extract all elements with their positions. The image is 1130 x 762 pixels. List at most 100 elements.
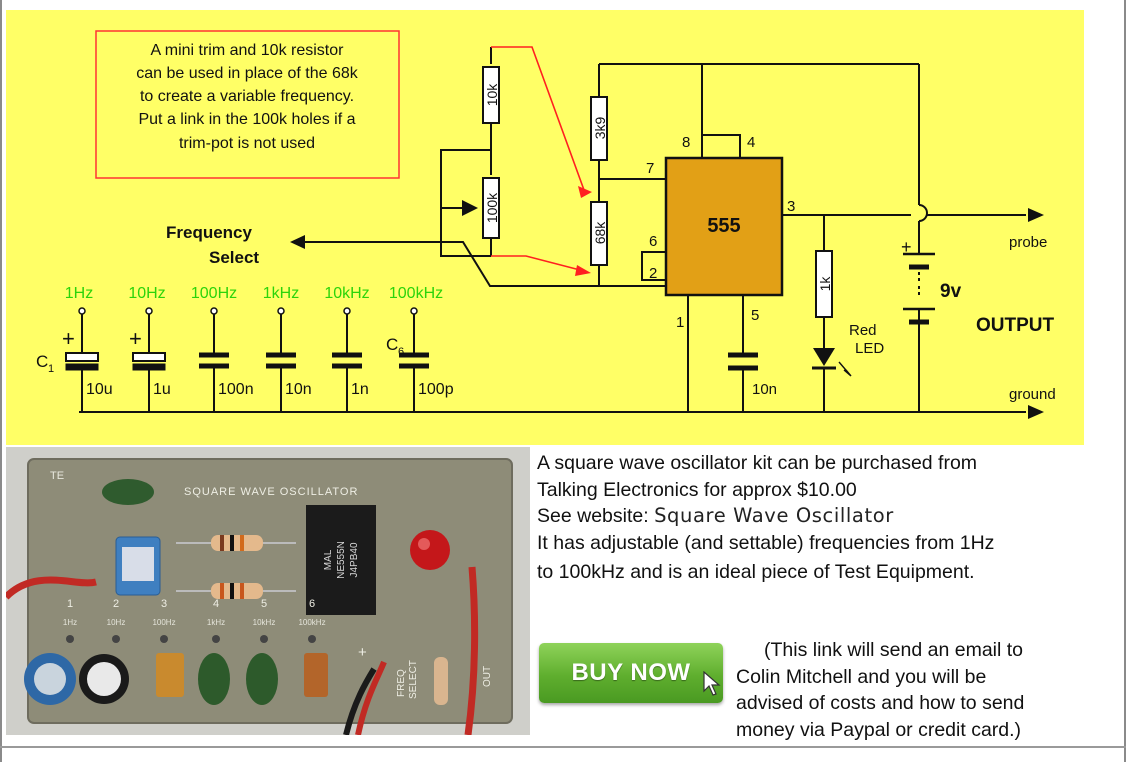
pcb-ic xyxy=(306,505,376,615)
arrowhead xyxy=(578,186,592,198)
pcb-plus: + xyxy=(358,644,367,661)
svg-text:2: 2 xyxy=(113,598,119,610)
arrowhead xyxy=(575,265,591,276)
led-label: Red xyxy=(849,322,877,339)
description-line: A square wave oscillator kit can be purc… xyxy=(537,452,978,474)
buy-now-button[interactable]: BUY NOW xyxy=(539,643,723,703)
kit-description: A square wave oscillator kit can be purc… xyxy=(537,450,1117,586)
svg-text:100Hz: 100Hz xyxy=(152,618,175,627)
mouse-cursor-icon xyxy=(703,671,721,696)
svg-text:J4PB40: J4PB40 xyxy=(349,542,360,577)
pcb-pads xyxy=(66,635,316,643)
note-line: can be used in place of the 68k xyxy=(136,65,358,82)
probe-arrow-icon xyxy=(1028,208,1044,222)
description-line: It has adjustable (and settable) frequen… xyxy=(537,531,995,554)
cap-value: 1n xyxy=(351,381,369,398)
svg-text:7: 7 xyxy=(646,160,654,177)
freq-label-100khz: 100kHz xyxy=(389,285,443,302)
ic-pin-labels: 8 4 7 6 2 3 1 5 xyxy=(646,134,795,331)
svg-text:555: 555 xyxy=(707,215,740,237)
svg-text:3k9: 3k9 xyxy=(592,117,608,140)
pcb-out: OUT xyxy=(482,666,493,687)
website-link[interactable]: Square Wave Oscillator xyxy=(654,504,894,527)
page-frame-bottom xyxy=(0,746,1126,748)
svg-text:6: 6 xyxy=(309,598,315,610)
svg-text:68k: 68k xyxy=(592,221,608,245)
capacitor-values: 10u 1u 100n 10n 1n 100p xyxy=(86,381,454,398)
pcb-frequency-labels: 1Hz 10Hz 100Hz 1kHz 10kHz 100kHz xyxy=(63,618,326,627)
svg-text:2: 2 xyxy=(649,265,657,282)
note-line: to create a variable frequency. xyxy=(140,88,354,105)
pcb-freq-select: SELECT xyxy=(408,660,419,699)
cap-value: 10n xyxy=(752,381,777,398)
freq-label-10hz: 10Hz xyxy=(128,285,165,302)
cap-value: 10n xyxy=(285,381,312,398)
svg-text:5: 5 xyxy=(751,307,759,324)
resistor-100k: 100k xyxy=(482,177,500,239)
battery-label: 9v xyxy=(940,281,962,302)
note-line: trim-pot is not used xyxy=(179,135,315,152)
note-line: Colin Mitchell and you will be xyxy=(736,665,987,688)
pcb-position-labels: 1 2 3 4 5 6 xyxy=(67,598,315,610)
svg-text:6: 6 xyxy=(649,233,657,250)
red-led xyxy=(410,530,450,570)
freq-label-10khz: 10kHz xyxy=(324,285,369,302)
note-line: (This link will send an email to xyxy=(764,639,1024,661)
capacitor-10n-pin5 xyxy=(728,352,758,371)
probe-label: probe xyxy=(1009,234,1047,251)
svg-text:10kHz: 10kHz xyxy=(253,618,276,627)
svg-text:NE555N: NE555N xyxy=(336,541,347,579)
output-label: OUTPUT xyxy=(976,315,1055,336)
description-line: Talking Electronics for approx $10.00 xyxy=(537,478,857,501)
plus-sign: + xyxy=(62,326,75,351)
green-capacitor xyxy=(102,479,154,505)
svg-text:10Hz: 10Hz xyxy=(107,618,126,627)
plus-sign: + xyxy=(129,326,142,351)
page-frame-right xyxy=(1124,0,1126,762)
svg-text:MAL: MAL xyxy=(323,549,334,570)
ground-arrow-icon xyxy=(1028,405,1044,419)
capacitor-bank xyxy=(65,307,429,412)
frequency-select-arrow-icon xyxy=(290,235,305,249)
page-frame-left xyxy=(0,0,2,762)
frequency-labels: 1Hz 10Hz 100Hz 1kHz 10kHz 100kHz xyxy=(65,285,443,302)
note-box: A mini trim and 10k resistor can be used… xyxy=(95,30,400,179)
description-line: to 100kHz and is an ideal piece of Test … xyxy=(537,561,975,583)
svg-text:8: 8 xyxy=(682,134,690,151)
pcb-freq-select: FREQ xyxy=(396,669,407,697)
cap-value: 10u xyxy=(86,381,113,398)
led-symbol xyxy=(812,348,852,377)
svg-text:3: 3 xyxy=(787,198,795,215)
pcb-title: SQUARE WAVE OSCILLATOR xyxy=(184,486,358,498)
cap-value: 100p xyxy=(418,381,454,398)
svg-text:1k: 1k xyxy=(817,276,833,292)
trim-pot-wiper xyxy=(462,200,478,216)
circuit-schematic: A mini trim and 10k resistor can be used… xyxy=(6,10,1084,445)
buy-note: (This link will send an email to Colin M… xyxy=(736,637,1121,743)
red-pointer-arrows xyxy=(491,46,585,271)
note-line: money via Paypal or credit card.) xyxy=(736,718,1022,741)
ground-label: ground xyxy=(1009,386,1056,403)
svg-text:4: 4 xyxy=(747,134,755,151)
pcb-capacitors xyxy=(24,653,328,705)
cap-value: 1u xyxy=(153,381,171,398)
pcb-corner-label: TE xyxy=(50,470,64,482)
cap-c6-sub: 6 xyxy=(398,346,404,358)
svg-text:10k: 10k xyxy=(484,83,500,107)
svg-text:3: 3 xyxy=(161,598,167,610)
svg-text:1kHz: 1kHz xyxy=(207,618,225,627)
description-line: See website: Square Wave Oscillator xyxy=(537,503,1117,530)
frequency-select-label: Frequency xyxy=(166,223,253,242)
battery-9v xyxy=(903,252,935,412)
freq-label-1khz: 1kHz xyxy=(263,285,299,302)
note-line: Put a link in the 100k holes if a xyxy=(138,111,355,128)
led-label: LED xyxy=(855,340,884,357)
buy-now-label: BUY NOW xyxy=(571,659,691,686)
cap-c6-label: C xyxy=(386,335,398,354)
svg-text:1: 1 xyxy=(67,598,73,610)
svg-text:4: 4 xyxy=(213,598,219,610)
svg-text:5: 5 xyxy=(261,598,267,610)
note-line: A mini trim and 10k resistor xyxy=(151,42,345,59)
freq-label-100hz: 100Hz xyxy=(191,285,237,302)
cap-c1-sub: 1 xyxy=(48,363,54,375)
